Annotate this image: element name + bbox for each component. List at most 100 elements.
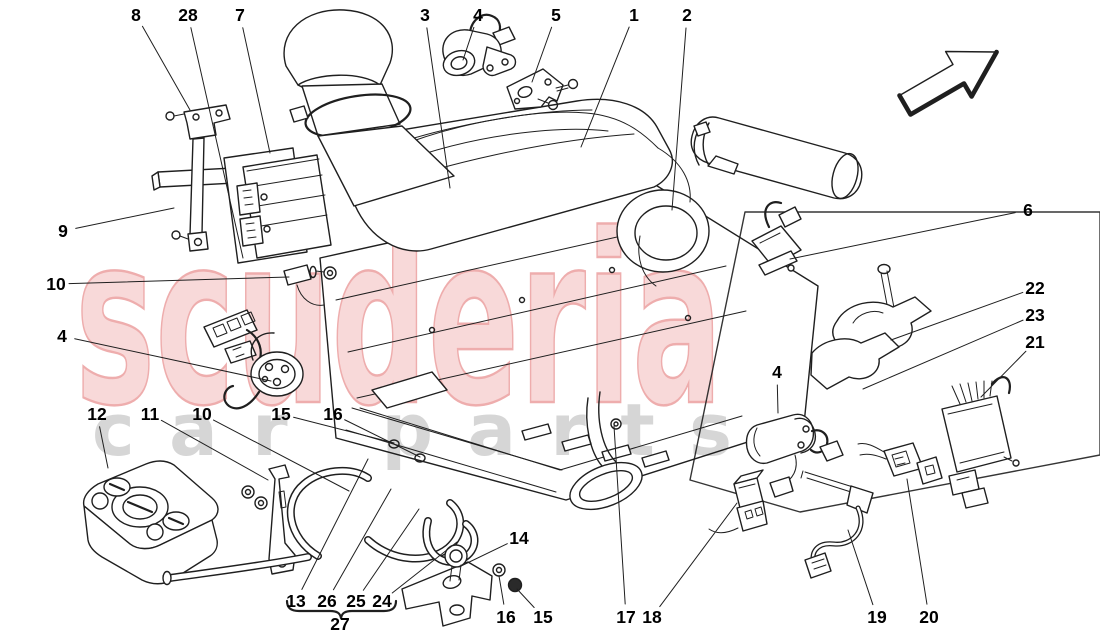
connector-slot <box>924 464 936 476</box>
hose-straight-core <box>167 554 311 581</box>
clamp-screw-block <box>289 105 309 123</box>
relay-wire <box>708 527 739 534</box>
harness-wire <box>657 147 691 203</box>
connector-wires <box>857 443 887 460</box>
flange-hole <box>501 58 509 66</box>
leader-line-20 <box>906 478 928 605</box>
actuator-face-inner <box>258 358 296 390</box>
plate-hole <box>513 97 521 105</box>
leader-line-23 <box>862 319 1024 390</box>
intake-duct-drawing <box>283 9 455 207</box>
sensor-shaft <box>315 270 325 273</box>
port-screw <box>263 225 271 233</box>
screw-shaft <box>179 235 189 240</box>
mount-bracket-foot <box>187 231 209 252</box>
screw-dot <box>518 296 526 304</box>
grommet <box>414 453 426 463</box>
top-actuator-drawing <box>442 13 579 111</box>
sensor-bolt-center <box>326 269 334 277</box>
leader-line-5 <box>531 26 553 83</box>
leader-line-9 <box>75 207 175 229</box>
clamp-arc <box>852 310 884 324</box>
plate-hole <box>544 78 552 86</box>
leader-line-1 <box>580 26 630 148</box>
ecu21-plug <box>961 487 989 509</box>
ecu-fins <box>246 158 328 228</box>
leader-line-19 <box>847 529 874 606</box>
actuator-cable <box>223 384 261 410</box>
outlet-port-inner <box>634 205 698 261</box>
part-number-18: 18 <box>642 607 662 627</box>
part-number-12: 12 <box>87 404 107 424</box>
valve-body <box>444 544 468 568</box>
strap-slot <box>278 490 287 509</box>
part-number-2: 2 <box>682 5 692 25</box>
part-number-16: 16 <box>323 404 343 424</box>
leader-line-4 <box>74 338 272 382</box>
washer-hole <box>495 566 503 574</box>
housing-rails <box>335 217 747 493</box>
right-parts-drawing <box>751 201 1020 509</box>
part-number-9: 9 <box>58 221 68 241</box>
mount-bracket-arm <box>189 137 205 236</box>
lower-duct-opening-inner <box>578 470 634 502</box>
leader-line-8 <box>141 25 191 111</box>
relay-line <box>738 483 756 489</box>
solenoid-line <box>759 232 781 244</box>
plug-slot <box>956 476 970 481</box>
bracket-hole <box>192 113 200 121</box>
ecu21-lines <box>947 403 1005 464</box>
leader-line-17 <box>613 425 626 605</box>
port-screw <box>260 193 268 201</box>
part-number-13: 13 <box>286 591 306 611</box>
grommet <box>610 418 622 430</box>
hose-end-opening <box>831 152 859 200</box>
bracket-hole <box>215 109 223 117</box>
sensor-body <box>283 264 312 286</box>
leader-line-10 <box>213 419 350 492</box>
screw-dot <box>684 314 692 322</box>
panel-button <box>146 523 164 541</box>
solenoid-cable <box>764 201 783 229</box>
ecu21-box <box>941 395 1012 473</box>
duct-neck <box>301 83 401 137</box>
actuator-cable <box>468 13 502 36</box>
direction-arrow <box>897 49 999 117</box>
flange-hole <box>486 64 494 72</box>
leader-line-22 <box>890 291 1024 341</box>
screw-dot <box>608 266 616 274</box>
part-number-1: 1 <box>629 5 639 25</box>
screw-shaft <box>555 84 569 92</box>
evaporator-assembly-drawing <box>319 98 819 511</box>
part-number-22: 22 <box>1025 278 1045 298</box>
part-number-17: 17 <box>616 607 635 627</box>
bolt-head <box>877 263 891 275</box>
leader-line-12 <box>99 426 109 469</box>
washer-hole <box>244 488 252 496</box>
lower-harness <box>586 391 617 467</box>
control-panel-drawing <box>82 460 296 585</box>
small-connector <box>224 340 257 364</box>
leader-line-26 <box>332 488 392 591</box>
group-bracket-27 <box>285 599 398 620</box>
lower-duct-opening <box>569 461 643 511</box>
part-number-15: 15 <box>533 607 553 627</box>
actuator-mid-body <box>745 413 815 465</box>
relay-pins <box>744 506 764 520</box>
part-number-28: 28 <box>178 5 198 25</box>
part-number-20: 20 <box>919 607 939 627</box>
hose-end <box>162 570 172 586</box>
part-number-3: 3 <box>420 5 430 25</box>
dial-slot <box>126 500 154 514</box>
ecu-bracket-drawing <box>151 104 332 264</box>
leader-line-25 <box>362 508 420 591</box>
grommet-inner <box>613 421 619 427</box>
part-number-6: 6 <box>1023 200 1033 220</box>
screw-shaft <box>173 113 185 117</box>
flange-hole <box>797 441 805 449</box>
ecu21-cable <box>990 376 1011 395</box>
knob-slot <box>167 516 185 526</box>
housing-tray-edge <box>359 407 743 471</box>
screw-shaft <box>537 98 549 104</box>
